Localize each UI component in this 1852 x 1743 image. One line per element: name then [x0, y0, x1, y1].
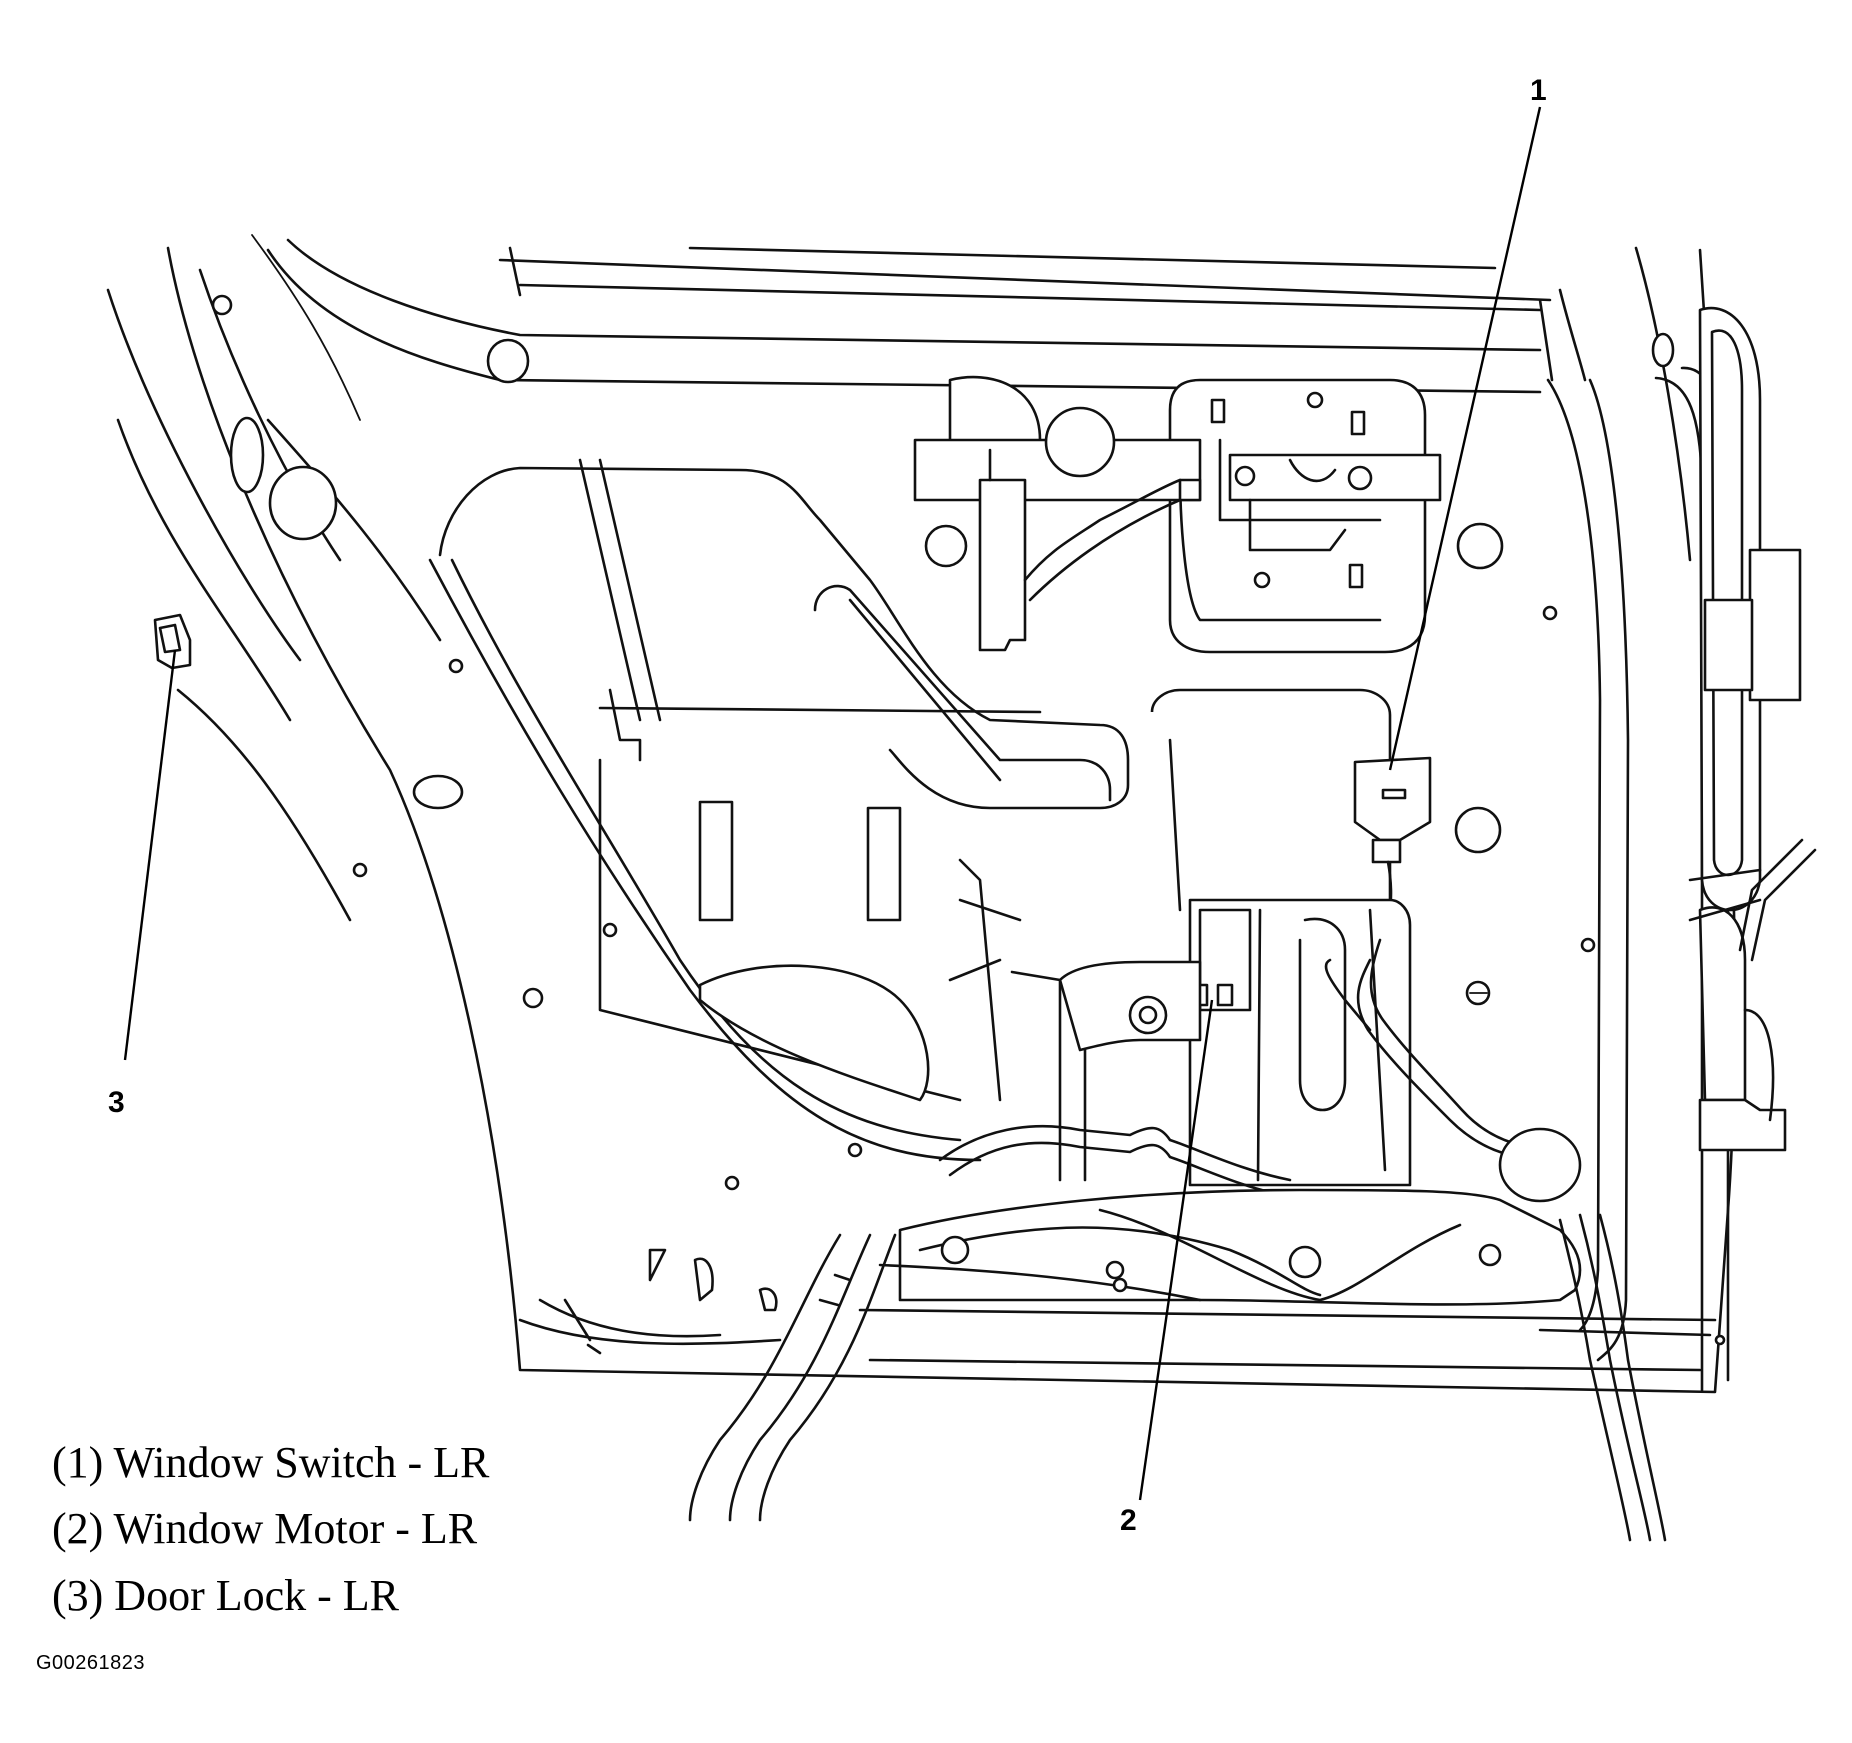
callout-1: 1	[1530, 74, 1547, 107]
legend-item-door-lock: (3) Door Lock - LR	[52, 1571, 400, 1620]
door-right-edge	[1546, 246, 1817, 1392]
leader-line-3	[123, 649, 177, 1061]
window-motor	[1010, 898, 1582, 1203]
bottom-harness	[518, 1124, 1717, 1542]
panel-holes	[153, 294, 1726, 1346]
inner-panel	[428, 458, 1130, 1162]
leader-lines	[123, 106, 1542, 1501]
leader-line-2	[1138, 999, 1214, 1501]
leader-line-1	[1388, 106, 1542, 771]
figure-code: G00261823	[36, 1652, 146, 1674]
callout-2: 2	[1120, 1504, 1137, 1537]
callout-3: 3	[108, 1086, 125, 1119]
legend-item-window-motor: (2) Window Motor - LR	[52, 1504, 478, 1553]
legend-item-window-switch: (1) Window Switch - LR	[52, 1438, 490, 1487]
latch-assembly	[913, 375, 1442, 654]
